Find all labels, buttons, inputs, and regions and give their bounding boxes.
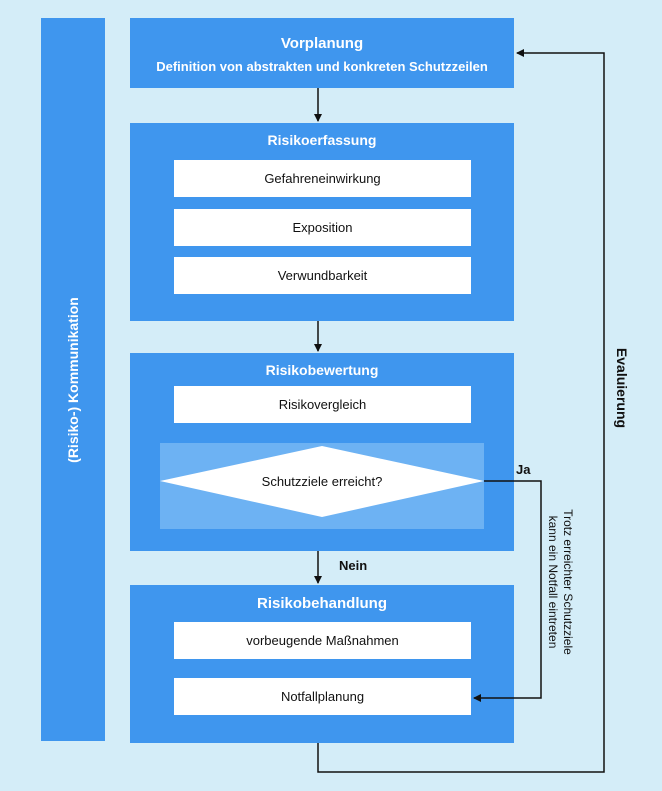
vorbeugende-massnahmen-box: vorbeugende Maßnahmen bbox=[174, 622, 471, 659]
emergency-note: Trotz erreichter Schutzziele kann ein No… bbox=[545, 509, 575, 655]
gefahreneinwirkung-box: Gefahreneinwirkung bbox=[174, 160, 471, 197]
vorplanung-panel: Vorplanung Definition von abstrakten und… bbox=[130, 18, 514, 88]
vorplanung-subtitle: Definition von abstrakten und konkreten … bbox=[156, 59, 488, 74]
verwundbarkeit-label: Verwundbarkeit bbox=[277, 268, 368, 283]
risikovergleich-label: Risikovergleich bbox=[278, 397, 367, 412]
risikovergleich-box: Risikovergleich bbox=[174, 386, 471, 423]
communication-bar: (Risiko-) Kommunikation bbox=[41, 18, 105, 741]
decision-label: Schutzziele erreicht? bbox=[261, 473, 383, 489]
emergency-note-line2: kann ein Notfall eintreten bbox=[546, 515, 560, 649]
risikobewertung-title: Risikobewertung bbox=[265, 362, 379, 378]
vorplanung-title: Vorplanung bbox=[280, 35, 364, 52]
risikobehandlung-panel: Risikobehandlung bbox=[130, 585, 514, 743]
risikoerfassung-title: Risikoerfassung bbox=[267, 132, 377, 148]
ja-label: Ja bbox=[516, 462, 531, 477]
notfallplanung-box: Notfallplanung bbox=[174, 678, 471, 715]
vorbeugende-massnahmen-label: vorbeugende Maßnahmen bbox=[246, 633, 399, 648]
verwundbarkeit-box: Verwundbarkeit bbox=[174, 257, 471, 294]
emergency-note-line1: Trotz erreichter Schutzziele bbox=[561, 509, 575, 655]
communication-label: (Risiko-) Kommunikation bbox=[65, 296, 81, 463]
exposition-box: Exposition bbox=[174, 209, 471, 246]
nein-label: Nein bbox=[339, 558, 368, 573]
exposition-label: Exposition bbox=[292, 220, 353, 235]
notfallplanung-label: Notfallplanung bbox=[280, 689, 365, 704]
gefahreneinwirkung-label: Gefahreneinwirkung bbox=[264, 171, 381, 186]
risikobehandlung-title: Risikobehandlung bbox=[256, 595, 387, 612]
evaluation-label: Evaluierung bbox=[614, 347, 630, 429]
